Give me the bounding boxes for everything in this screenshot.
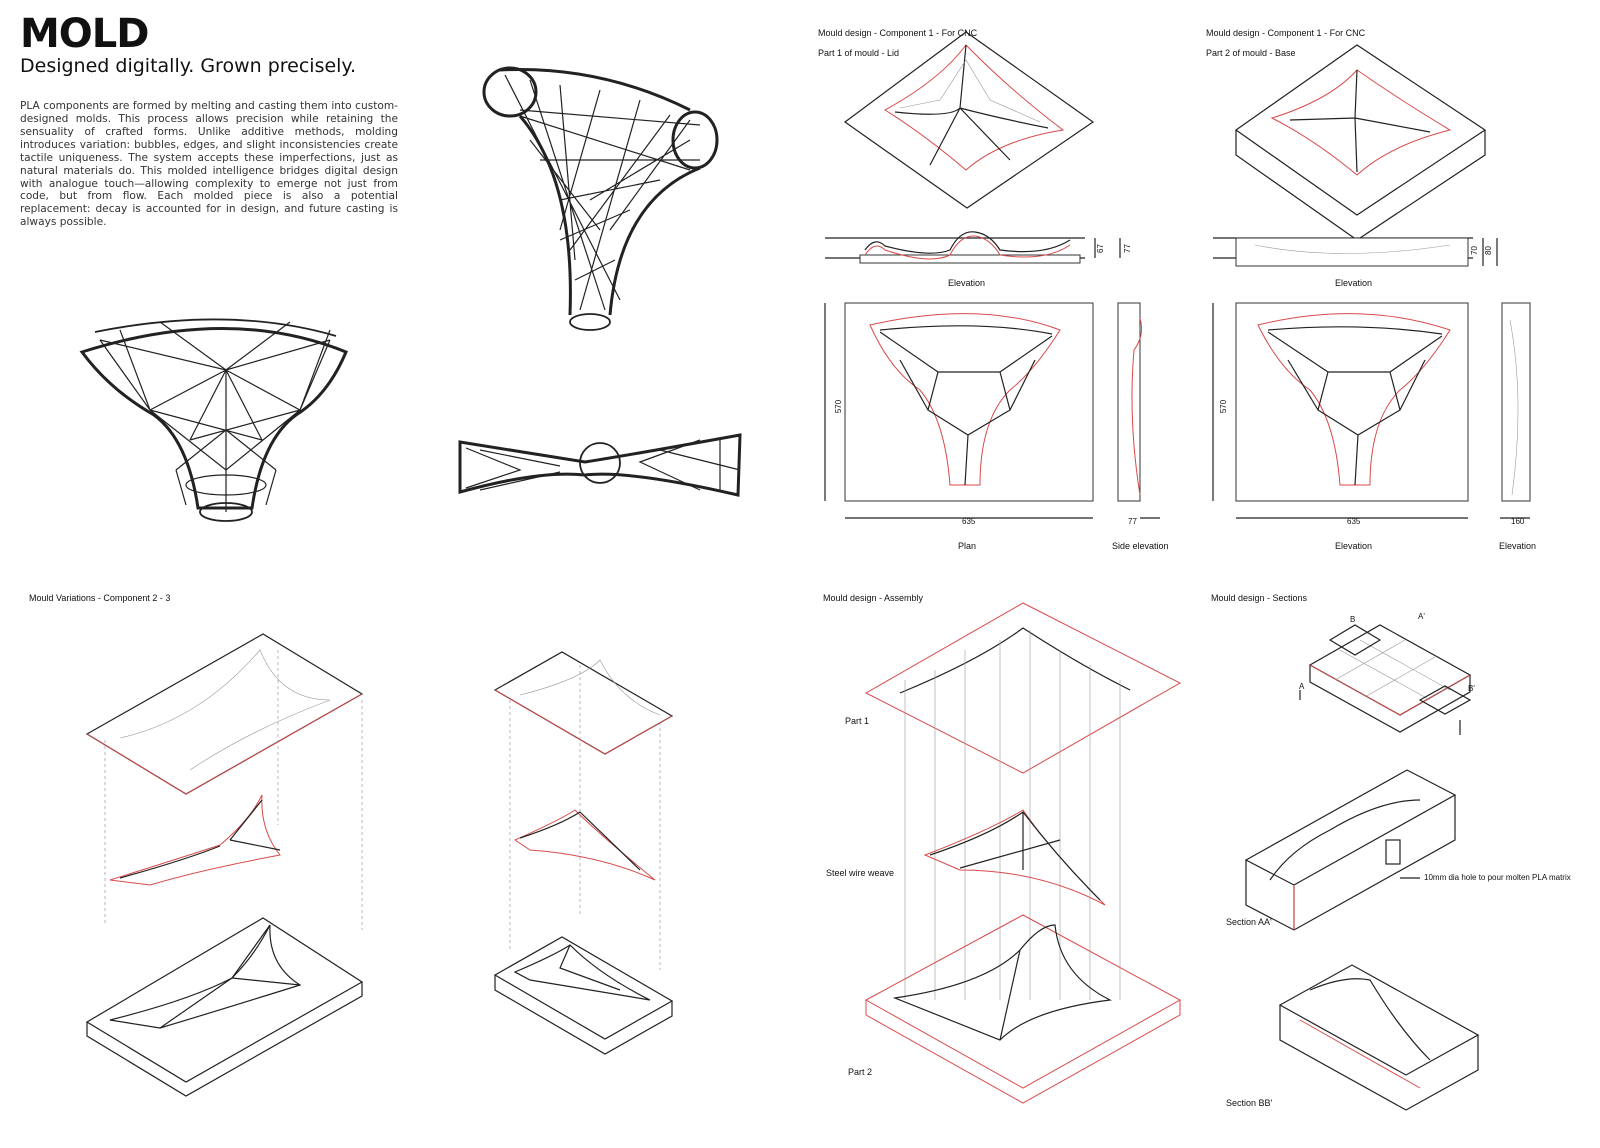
section-marker-a-prime: A': [1418, 612, 1425, 621]
variations-panel-title: Mould Variations - Component 2 - 3: [29, 593, 171, 603]
section-marker-b: B: [1350, 615, 1356, 624]
base-elevation: [1213, 237, 1498, 267]
variation-a-exploded: [85, 633, 364, 1097]
assembly-exploded: [864, 602, 1182, 1104]
lid-dim-77b: 77: [1128, 517, 1137, 526]
base-panel-subtitle: Part 2 of mould - Base: [1206, 48, 1296, 58]
assembly-weave-label: Steel wire weave: [826, 868, 895, 878]
base-elevation-label: Elevation: [1335, 278, 1373, 288]
lid-elevation-label: Elevation: [948, 278, 986, 288]
lid-dim-635: 635: [962, 517, 976, 526]
base-plan: [1212, 302, 1531, 519]
section-marker-b-prime: B': [1468, 684, 1475, 693]
lid-isometric: [843, 31, 1095, 209]
base-elevation-label-2: Elevation: [1335, 541, 1373, 551]
section-aa-drawing: [1244, 769, 1457, 931]
section-marker-a: A: [1299, 682, 1305, 691]
lid-plan: [824, 302, 1160, 519]
base-isometric: [1234, 44, 1487, 241]
wireframe-perspective-view: [482, 66, 719, 331]
lid-elevation: [825, 231, 1121, 264]
base-elevation-label-3: Elevation: [1499, 541, 1537, 551]
assembly-part2-label: Part 2: [848, 1067, 873, 1077]
variation-b-exploded: [493, 651, 674, 1055]
assembly-panel-title: Mould design - Assembly: [823, 593, 924, 603]
page-subtitle: Designed digitally. Grown precisely.: [20, 55, 357, 77]
description-paragraph: PLA components are formed by melting and…: [20, 100, 398, 229]
section-aa-label: Section AA': [1226, 917, 1272, 927]
lid-plan-label: Plan: [958, 541, 977, 551]
wireframe-side-view: [458, 433, 742, 497]
page-title: MOLD: [20, 11, 149, 57]
pour-hole-note: 10mm dia hole to pour molten PLA matrix: [1424, 873, 1571, 882]
base-dim-635: 635: [1347, 517, 1361, 526]
sections-key-diagram: [1299, 624, 1472, 735]
section-bb-drawing: [1278, 964, 1480, 1111]
base-dim-160: 160: [1511, 517, 1525, 526]
base-panel-title: Mould design - Component 1 - For CNC: [1206, 28, 1366, 38]
sections-panel-title: Mould design - Sections: [1211, 593, 1308, 603]
wireframe-top-view: [79, 318, 348, 522]
section-bb-label: Section BB': [1226, 1098, 1273, 1108]
lid-panel-subtitle: Part 1 of mould - Lid: [818, 48, 900, 58]
lid-panel-title: Mould design - Component 1 - For CNC: [818, 28, 978, 38]
assembly-part1-label: Part 1: [845, 716, 870, 726]
lid-side-elevation-label: Side elevation: [1112, 541, 1169, 551]
